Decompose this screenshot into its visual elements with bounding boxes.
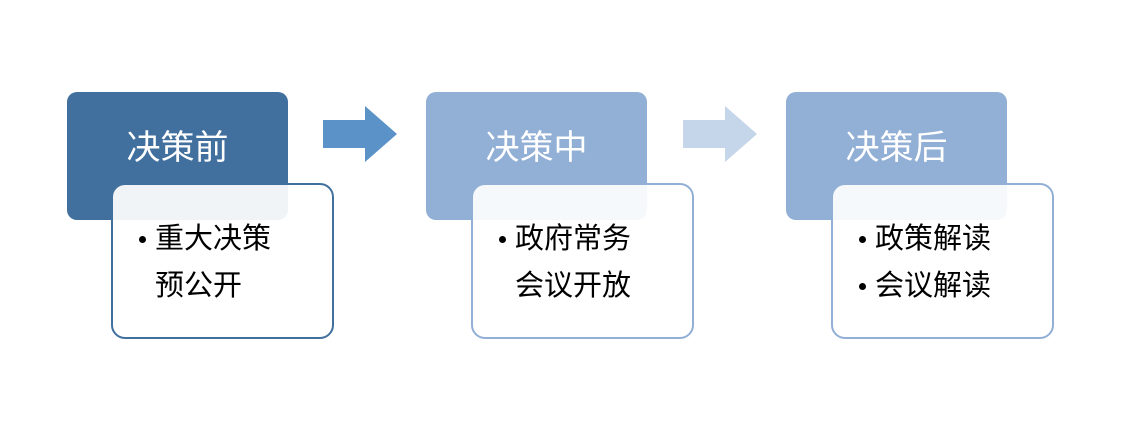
stage-before-details: 重大决策预公开 xyxy=(111,183,334,339)
arrow-right-icon xyxy=(323,106,397,162)
stage-during-details: 政府常务会议开放 xyxy=(471,183,694,339)
stage-during-title: 决策中 xyxy=(485,128,588,168)
stage-after-title: 决策后 xyxy=(845,128,948,168)
stage-before-item: 重大决策预公开 xyxy=(139,215,332,309)
stage-after-item-1: 政策解读 xyxy=(859,215,1052,262)
stage-during-item: 政府常务会议开放 xyxy=(499,215,692,309)
stage-after-details: 政策解读 会议解读 xyxy=(831,183,1054,339)
arrow-right-icon xyxy=(683,106,757,162)
stage-before-title: 决策前 xyxy=(126,128,229,168)
stage-after-item-2: 会议解读 xyxy=(859,262,1052,309)
